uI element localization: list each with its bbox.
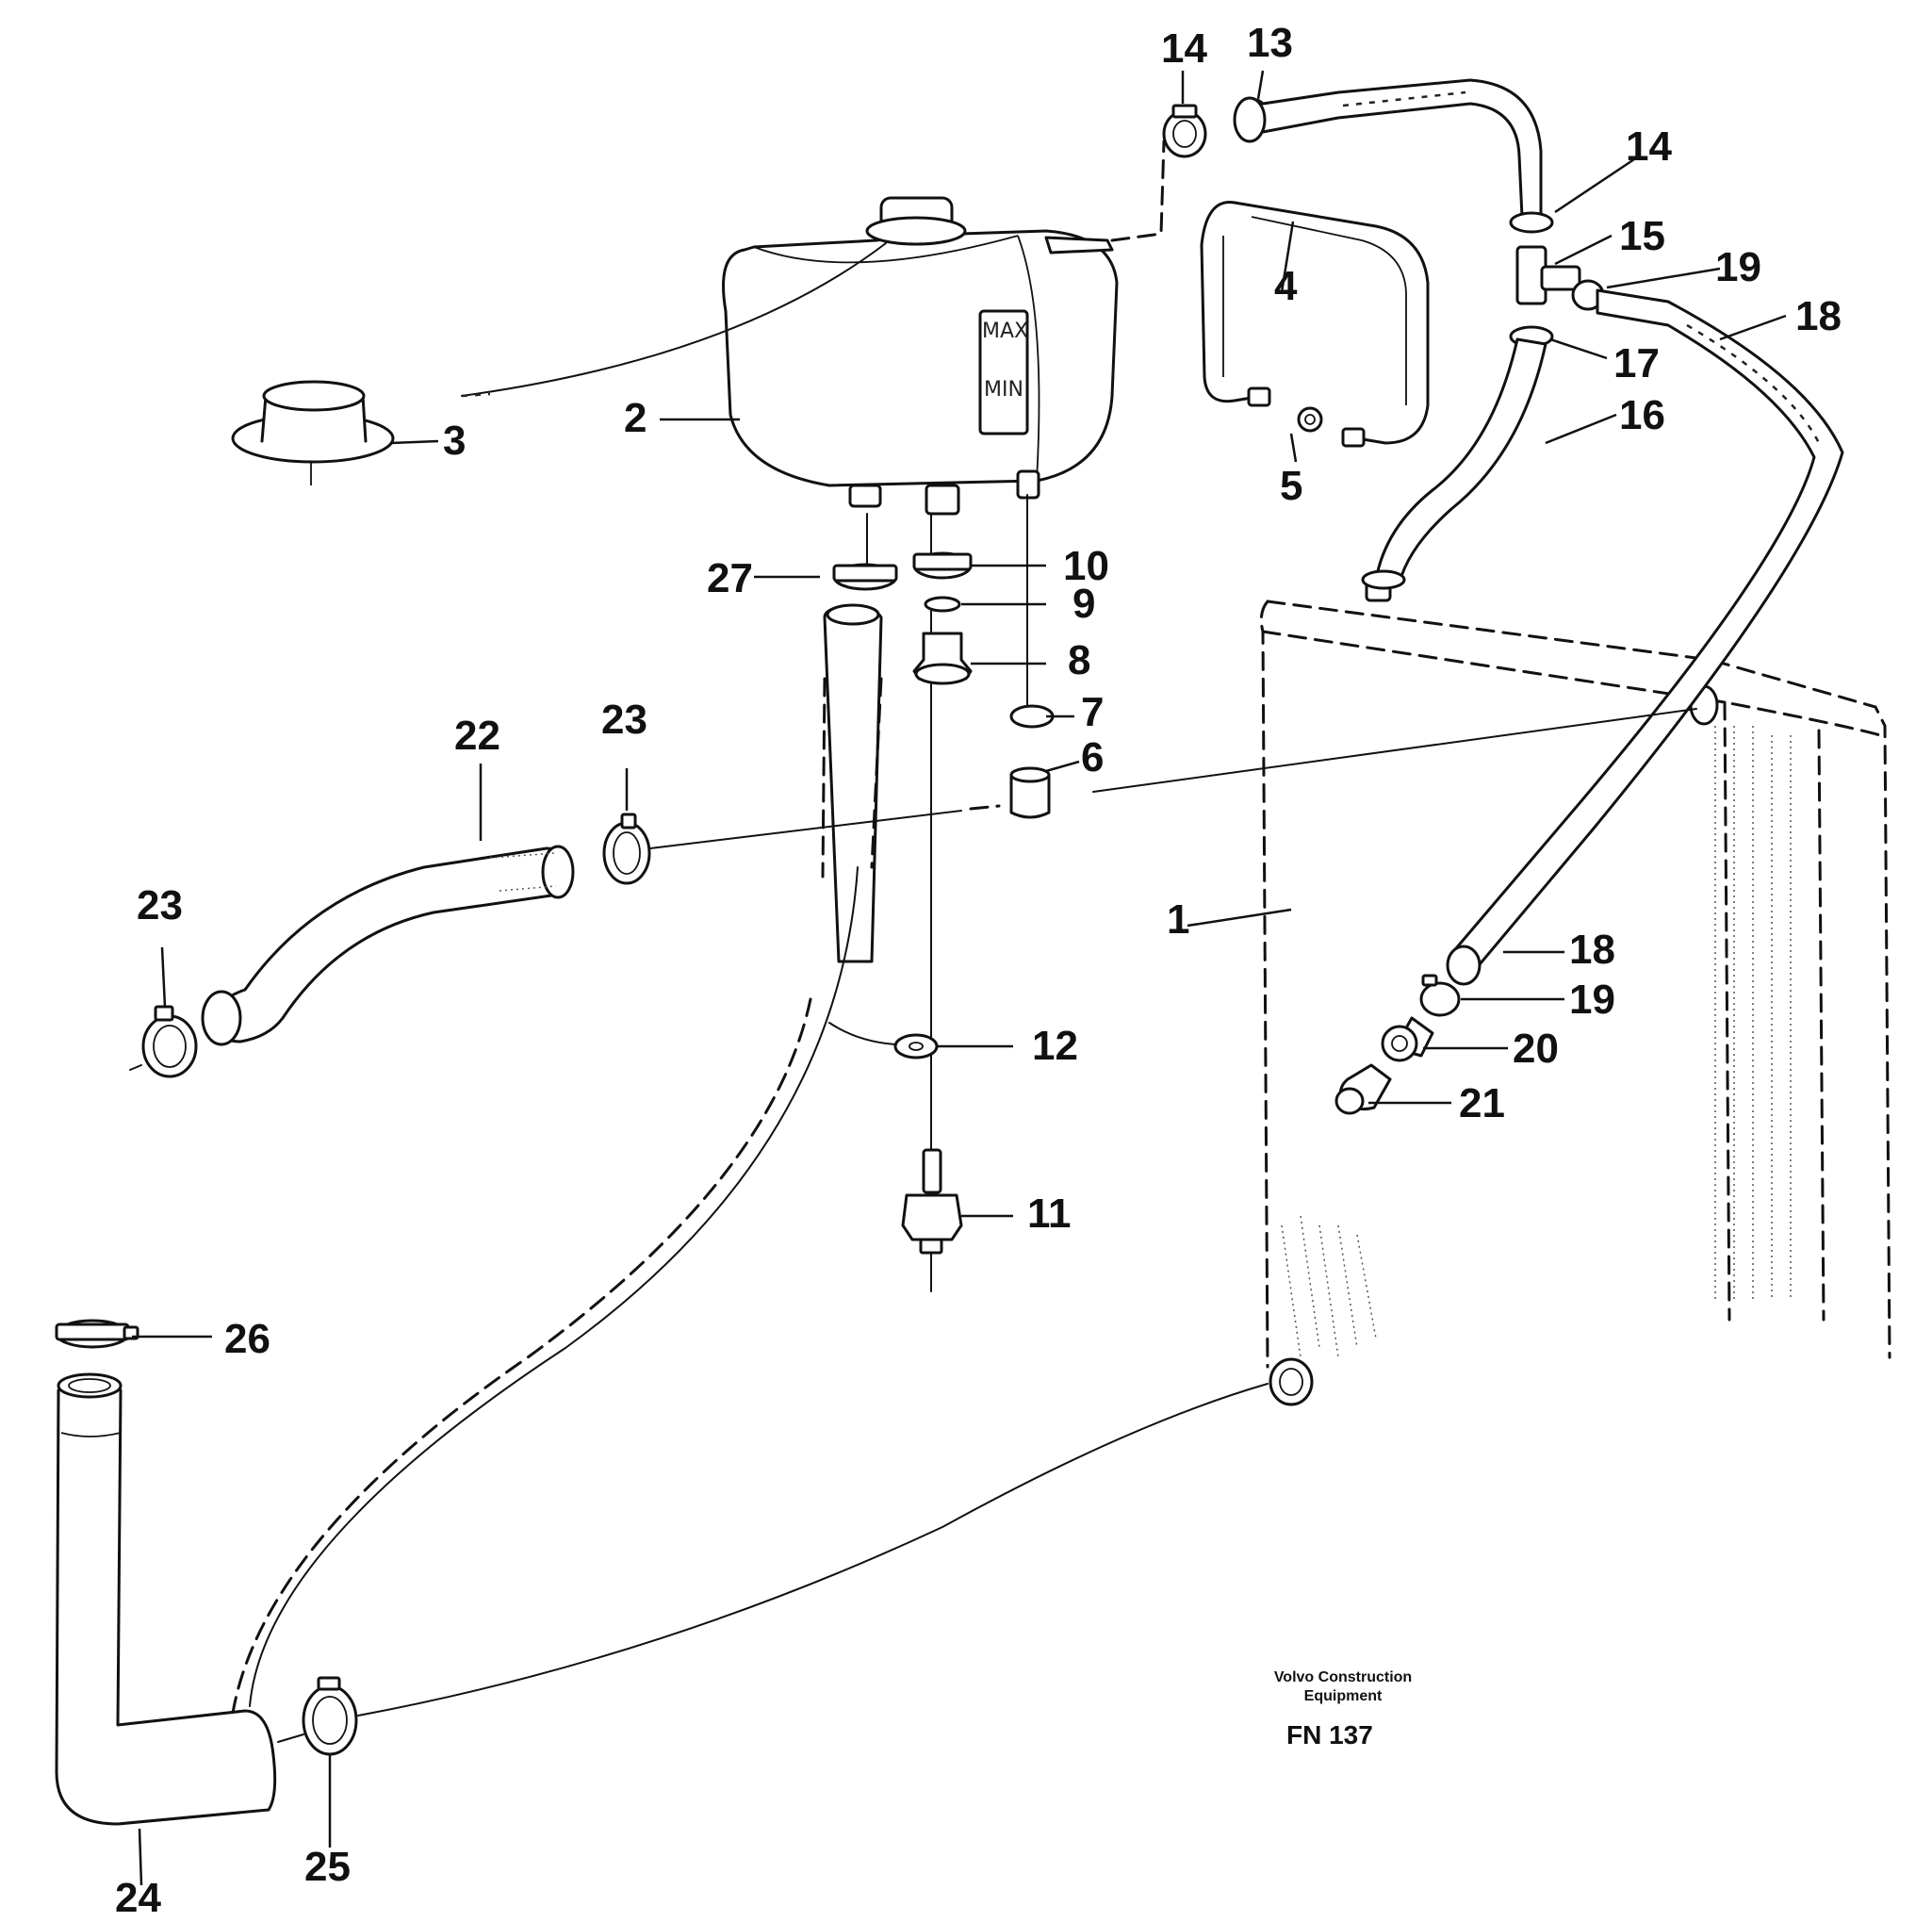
callout-16: 16 [1619, 392, 1665, 438]
leader-lines [132, 70, 1787, 1886]
callout-19-lower: 19 [1569, 977, 1615, 1023]
supply-hose-assembly [229, 513, 898, 1727]
callout-11: 11 [1027, 1191, 1072, 1237]
callout-10: 10 [1063, 543, 1109, 589]
hose-18 [1446, 288, 1844, 986]
callout-2: 2 [624, 395, 647, 441]
callout-labels: 1 2 3 4 5 6 7 8 9 10 11 12 13 14 14 15 1… [115, 20, 1842, 1921]
pipe-24 [55, 1374, 277, 1826]
callout-14-right: 14 [1626, 123, 1672, 170]
callout-21: 21 [1459, 1080, 1505, 1126]
tank-outlet-right [1016, 469, 1040, 500]
tank-level-window [978, 309, 1029, 435]
radiator-lower-outlet [1269, 1357, 1314, 1406]
sensor-11 [922, 1148, 942, 1194]
drain-fitting-stack [1334, 974, 1461, 1115]
radiator [1259, 578, 1891, 1406]
callout-3: 3 [443, 418, 466, 464]
bracket-nut [1297, 406, 1323, 433]
callout-24: 24 [115, 1875, 161, 1921]
tank-bracket [1200, 201, 1430, 448]
callout-15: 15 [1619, 213, 1665, 259]
tank-cap [231, 380, 395, 485]
callout-23-left: 23 [137, 882, 183, 928]
level-sensor-stack [828, 494, 1055, 1292]
callout-23-right: 23 [601, 697, 647, 743]
callout-5: 5 [1280, 463, 1302, 509]
washer-12 [893, 1033, 939, 1060]
tank-max-mark: MAX [982, 320, 1028, 343]
hose-13 [1242, 78, 1543, 219]
lower-pipe-assembly [55, 1319, 1269, 1826]
callout-25: 25 [304, 1844, 351, 1890]
callout-8: 8 [1068, 637, 1090, 683]
callout-19-upper: 19 [1715, 244, 1761, 290]
clamp-14-right [1509, 211, 1554, 234]
callout-18-upper: 18 [1795, 293, 1842, 339]
callout-4: 4 [1274, 263, 1298, 309]
tank-outlet-center [925, 484, 960, 516]
callout-26: 26 [224, 1316, 270, 1362]
callout-14-top: 14 [1161, 25, 1207, 72]
callout-18-lower: 18 [1569, 927, 1615, 973]
hose-16-clamp [1361, 569, 1406, 590]
vent-hose-assembly [1110, 78, 1554, 242]
hose-22-assembly [129, 708, 1697, 1078]
callout-20: 20 [1513, 1026, 1559, 1072]
clamp-19-lower [1419, 981, 1461, 1017]
callout-12: 12 [1032, 1023, 1078, 1069]
callout-9: 9 [1072, 581, 1095, 627]
callout-27: 27 [707, 555, 753, 601]
tank-outlet-left [848, 484, 882, 508]
credit-line-1: Volvo Construction [1274, 1669, 1412, 1685]
figure-code: FN 137 [1286, 1720, 1373, 1750]
figure-credit: Volvo Construction Equipment FN 137 [1274, 1669, 1412, 1750]
callout-17: 17 [1613, 340, 1660, 386]
seal-9 [924, 596, 961, 613]
callout-1: 1 [1167, 896, 1189, 943]
tank-vent-nipple [1044, 236, 1114, 255]
sleeve-6 [1009, 773, 1051, 819]
callout-6: 6 [1081, 734, 1104, 780]
expansion-tank: MAX MIN [461, 196, 1119, 516]
tank-min-mark: MIN [984, 378, 1023, 402]
callout-22: 22 [454, 713, 500, 759]
callout-7: 7 [1081, 689, 1104, 735]
callout-13: 13 [1247, 20, 1293, 66]
credit-line-2: Equipment [1304, 1688, 1383, 1704]
